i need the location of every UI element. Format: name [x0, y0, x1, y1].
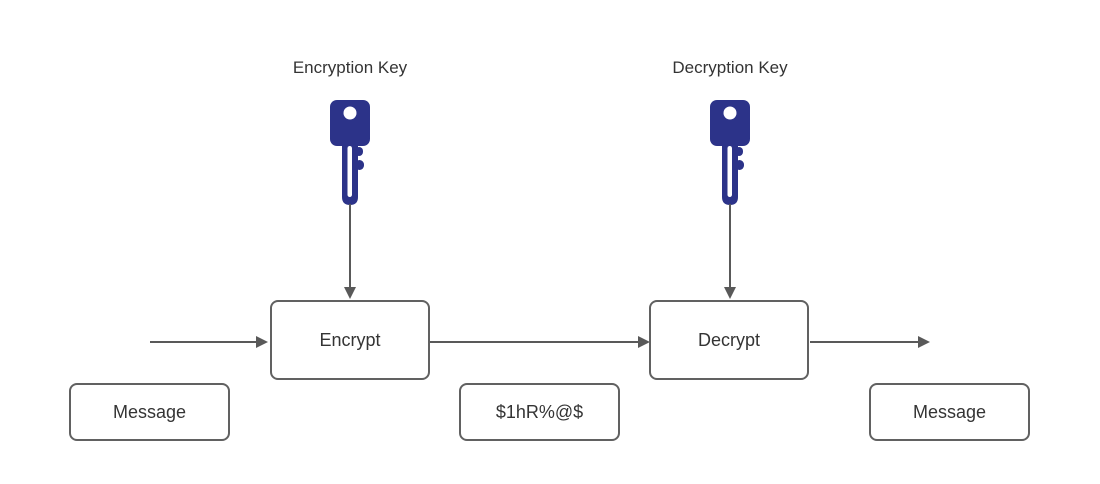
output-arrow — [810, 336, 930, 348]
encryption-key-arrow — [344, 204, 356, 299]
output-message-label: Message — [912, 401, 987, 422]
encryption-key-icon — [330, 100, 370, 205]
decrypt-box-label: Decrypt — [697, 329, 760, 350]
ciphertext-label: $1hR%@$ — [495, 401, 584, 422]
input-arrow — [150, 336, 268, 348]
decryption-key-icon — [710, 100, 750, 205]
decrypt-box: Decrypt — [649, 300, 809, 380]
input-message-label: Message — [112, 401, 187, 422]
encrypt-box: Encrypt — [270, 300, 430, 380]
decryption-key-label: Decryption Key — [672, 58, 788, 77]
decryption-key-arrow — [724, 204, 736, 299]
ciphertext-box: $1hR%@$ — [459, 383, 620, 441]
output-message-box: Message — [869, 383, 1030, 441]
ciphertext-arrow — [430, 336, 650, 348]
input-message-box: Message — [69, 383, 230, 441]
encrypt-box-label: Encrypt — [319, 329, 381, 350]
encryption-key-label: Encryption Key — [292, 58, 408, 77]
